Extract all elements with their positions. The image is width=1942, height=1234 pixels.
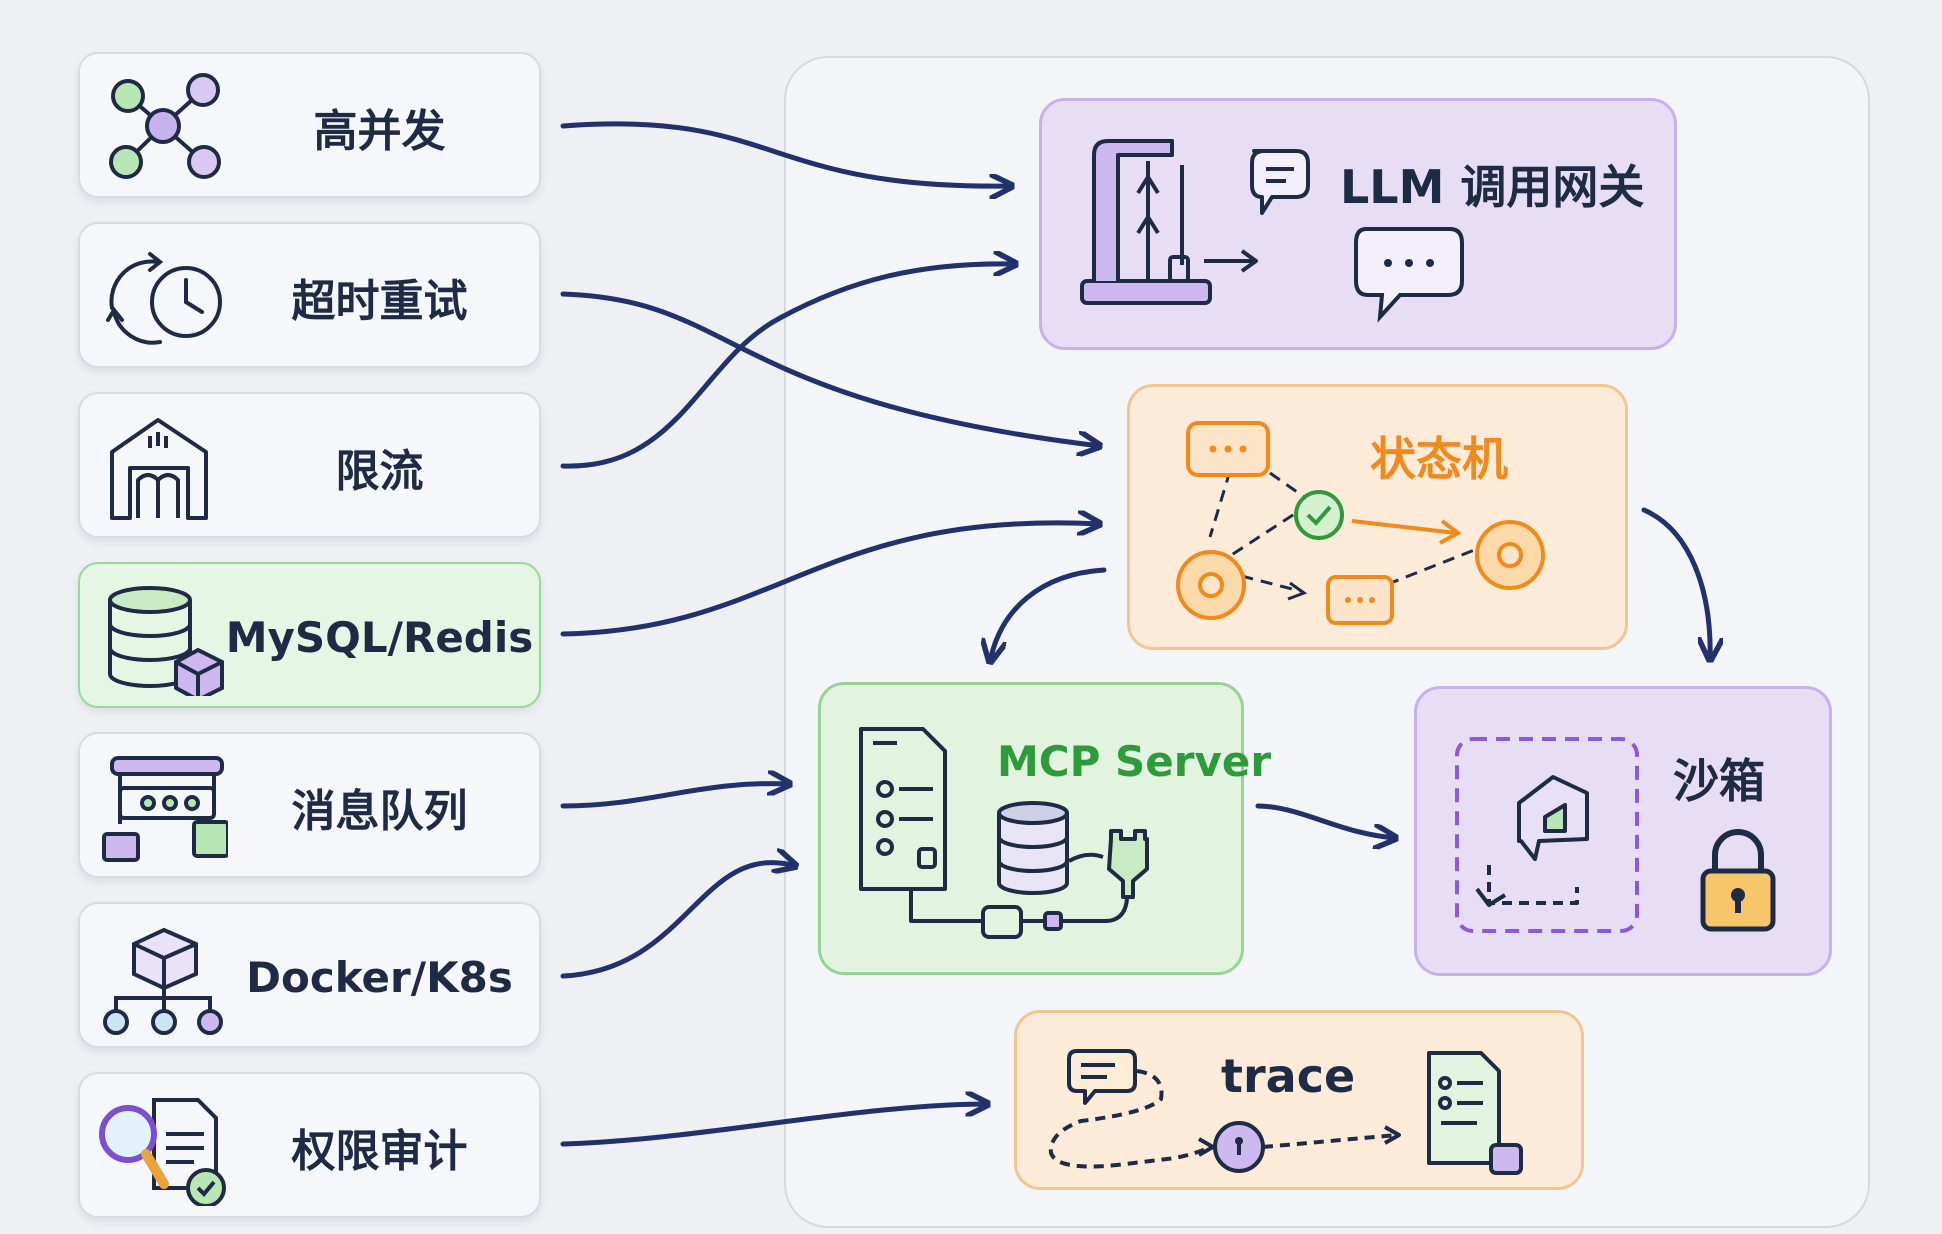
- database-icon: [108, 586, 224, 696]
- arrow-concurrency-to-gateway: [560, 121, 1012, 186]
- gateway-chat-icon: [1080, 139, 1310, 305]
- module-trace: trace: [1014, 1010, 1584, 1190]
- arrow-db-to-state-machine: [560, 523, 1100, 637]
- capability-card-timeout-retry: 超时重试: [78, 222, 541, 368]
- capability-label: Docker/K8s: [246, 952, 513, 1002]
- capability-label: 高并发: [313, 106, 446, 157]
- arrow-audit-to-trace: [560, 1104, 988, 1147]
- module-sandbox: 沙箱: [1414, 686, 1832, 976]
- module-title: MCP Server: [997, 737, 1272, 786]
- capability-card-high-concurrency: 高并发: [78, 52, 541, 198]
- arrow-state-to-sandbox: [1641, 507, 1710, 660]
- lock-icon: [1700, 829, 1776, 932]
- capability-card-permission-audit: 权限审计: [78, 1072, 541, 1218]
- arrow-retry-to-state-machine: [560, 291, 1100, 446]
- module-mcp-server: MCP Server: [818, 682, 1271, 975]
- module-title: 状态机: [1370, 432, 1508, 486]
- capability-card-docker-k8s: Docker/K8s: [78, 902, 541, 1048]
- capability-card-mysql-redis: MySQL/Redis: [78, 562, 541, 708]
- arrow-mcp-to-sandbox: [1255, 803, 1396, 838]
- sandbox-frame-icon: [1455, 737, 1639, 933]
- module-state-machine: 状态机: [1127, 384, 1628, 650]
- speech-bubble-icon: [1354, 227, 1464, 323]
- capability-label: 限流: [335, 446, 424, 497]
- clock-retry-icon: [106, 252, 222, 345]
- capability-card-message-queue: 消息队列: [78, 732, 541, 878]
- capability-label: 超时重试: [291, 276, 468, 327]
- capability-label: 权限审计: [291, 1126, 468, 1177]
- arrow-ratelimit-to-gateway: [560, 264, 1016, 469]
- state-graph-icon: [1176, 421, 1545, 625]
- arrow-docker-to-mcp: [560, 863, 796, 979]
- capability-label: MySQL/Redis: [225, 612, 534, 662]
- arrow-state-to-mcp: [990, 567, 1107, 662]
- arrow-queue-to-mcp: [560, 784, 790, 809]
- gate-icon: [110, 418, 208, 520]
- capability-label: 消息队列: [291, 786, 468, 837]
- module-llm-gateway: LLM 调用网关: [1039, 98, 1677, 350]
- trace-path-icon: [1048, 1049, 1523, 1175]
- capability-card-rate-limit: 限流: [78, 392, 541, 538]
- network-nodes-icon: [109, 73, 221, 179]
- server-plugin-icon: [859, 727, 1149, 939]
- module-title: LLM 调用网关: [1340, 160, 1645, 214]
- module-title: 沙箱: [1673, 754, 1765, 808]
- container-cluster-icon: [103, 927, 223, 1035]
- conveyor-queue-icon: [102, 756, 228, 862]
- module-title: trace: [1221, 1049, 1356, 1103]
- audit-magnifier-icon: [99, 1098, 226, 1206]
